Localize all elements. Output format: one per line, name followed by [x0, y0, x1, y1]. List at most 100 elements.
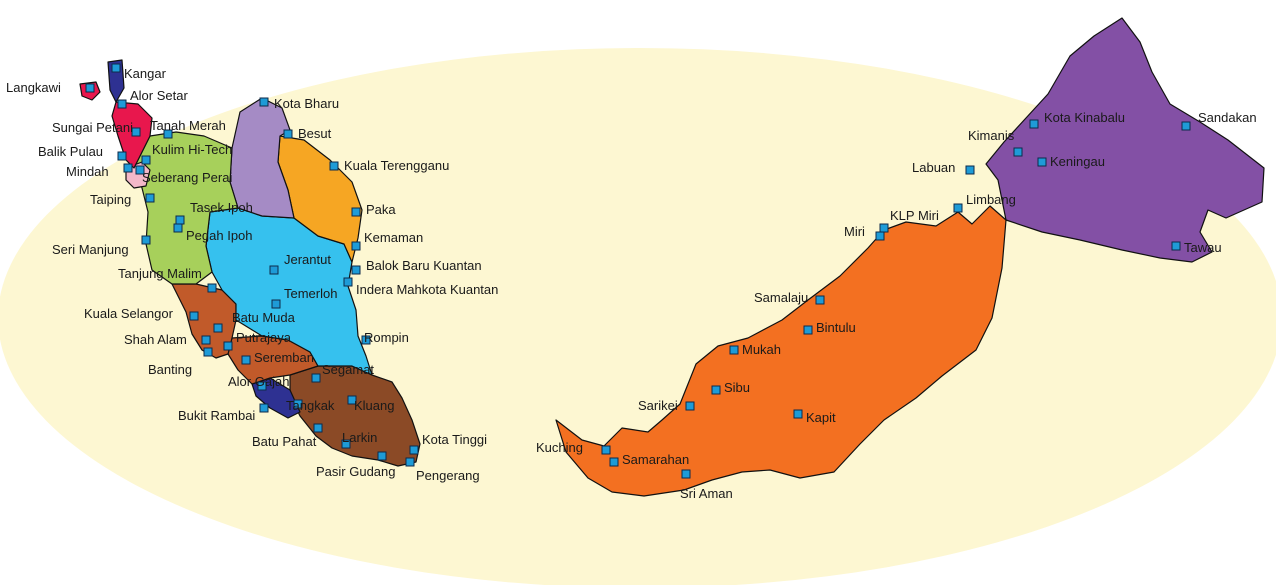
city-marker-langkawi — [85, 83, 95, 93]
city-label-bintulu: Bintulu — [816, 320, 856, 335]
city-label-tawau: Tawau — [1184, 240, 1222, 255]
city-label-mindah: Mindah — [66, 164, 109, 179]
city-label-pasir-gudang: Pasir Gudang — [316, 464, 396, 479]
city-marker-kota-kinabalu — [1029, 119, 1039, 129]
city-marker-tanah-merah — [163, 129, 173, 139]
city-label-batu-pahat: Batu Pahat — [252, 434, 317, 449]
city-marker-kemaman — [351, 241, 361, 251]
city-marker-seberang-perai — [135, 165, 145, 175]
city-label-sungai-petani: Sungai Petani — [52, 120, 133, 135]
city-label-kota-bharu: Kota Bharu — [274, 96, 339, 111]
city-label-batu-muda: Batu Muda — [232, 310, 296, 325]
city-marker-tanjung-malim — [207, 283, 217, 293]
city-marker-bukit-rambai — [259, 403, 269, 413]
city-label-tangkak: Tangkak — [286, 398, 335, 413]
city-label-paka: Paka — [366, 202, 396, 217]
city-label-segamat: Segamat — [322, 362, 374, 377]
region-sabah — [985, 17, 1265, 263]
city-marker-bintulu — [803, 325, 813, 335]
city-label-besut: Besut — [298, 126, 332, 141]
city-label-kuala-terengganu: Kuala Terengganu — [344, 158, 449, 173]
city-label-balik-pulau: Balik Pulau — [38, 144, 103, 159]
city-marker-taiping — [145, 193, 155, 203]
city-marker-kimanis — [1013, 147, 1023, 157]
city-marker-mindah — [123, 163, 133, 173]
city-marker-balok-baru-kuantan — [351, 265, 361, 275]
region-sarawak — [555, 205, 1007, 497]
city-marker-keningau — [1037, 157, 1047, 167]
city-marker-klp-miri — [879, 223, 889, 233]
city-label-rompin: Rompin — [364, 330, 409, 345]
city-marker-seri-manjung — [141, 235, 151, 245]
city-label-putrajaya: Putrajaya — [236, 330, 292, 345]
city-label-kapit: Kapit — [806, 410, 836, 425]
city-marker-kuala-terengganu — [329, 161, 339, 171]
city-label-kulim-hi-tech: Kulim Hi-Tech — [152, 142, 232, 157]
city-label-mukah: Mukah — [742, 342, 781, 357]
city-label-kemaman: Kemaman — [364, 230, 423, 245]
city-label-tanjung-malim: Tanjung Malim — [118, 266, 202, 281]
city-marker-kulim-hi-tech — [141, 155, 151, 165]
city-marker-samalaju — [815, 295, 825, 305]
city-label-kuching: Kuching — [536, 440, 583, 455]
city-marker-temerloh — [271, 299, 281, 309]
city-label-temerloh: Temerloh — [284, 286, 337, 301]
city-marker-putrajaya — [223, 341, 233, 351]
city-label-kimanis: Kimanis — [968, 128, 1015, 143]
city-label-balok-baru-kuantan: Balok Baru Kuantan — [366, 258, 482, 273]
city-marker-pegah-ipoh — [173, 223, 183, 233]
city-marker-batu-muda — [213, 323, 223, 333]
city-label-kuala-selangor: Kuala Selangor — [84, 306, 174, 321]
city-marker-banting — [203, 347, 213, 357]
city-marker-sungai-petani — [131, 127, 141, 137]
city-label-sandakan: Sandakan — [1198, 110, 1257, 125]
city-label-banting: Banting — [148, 362, 192, 377]
city-marker-besut — [283, 129, 293, 139]
city-marker-limbang — [953, 203, 963, 213]
city-marker-sri-aman — [681, 469, 691, 479]
city-label-seremban: Seremban — [254, 350, 314, 365]
city-label-shah-alam: Shah Alam — [124, 332, 187, 347]
city-label-kota-kinabalu: Kota Kinabalu — [1044, 110, 1125, 125]
city-marker-kluang — [347, 395, 357, 405]
city-marker-paka — [351, 207, 361, 217]
city-marker-balik-pulau — [117, 151, 127, 161]
city-marker-batu-pahat — [313, 423, 323, 433]
city-marker-tasek-ipoh — [175, 215, 185, 225]
city-label-samalaju: Samalaju — [754, 290, 808, 305]
city-marker-pasir-gudang — [377, 451, 387, 461]
city-marker-kuching — [601, 445, 611, 455]
city-label-langkawi: Langkawi — [6, 80, 61, 95]
city-label-labuan: Labuan — [912, 160, 955, 175]
city-label-limbang: Limbang — [966, 192, 1016, 207]
city-marker-sandakan — [1181, 121, 1191, 131]
city-marker-miri — [875, 231, 885, 241]
city-label-seberang-perai: Seberang Perai — [142, 170, 232, 185]
city-marker-kangar — [111, 63, 121, 73]
city-label-miri: Miri — [844, 224, 865, 239]
city-label-kluang: Kluang — [354, 398, 394, 413]
city-marker-tangkak — [293, 399, 303, 409]
city-marker-indera-mahkota-kuantan — [343, 277, 353, 287]
city-label-kangar: Kangar — [124, 66, 167, 81]
city-marker-sibu — [711, 385, 721, 395]
city-label-pegah-ipoh: Pegah Ipoh — [186, 228, 253, 243]
city-marker-kota-tinggi — [409, 445, 419, 455]
city-label-sri-aman: Sri Aman — [680, 486, 733, 501]
city-label-samarahan: Samarahan — [622, 452, 689, 467]
city-label-alor-gajah: Alor Gajah — [228, 374, 289, 389]
city-markers — [85, 63, 1191, 479]
peninsular-malaysia — [79, 59, 421, 467]
city-label-sarikei: Sarikei — [638, 398, 678, 413]
city-marker-labuan — [965, 165, 975, 175]
city-label-larkin: Larkin — [342, 430, 377, 445]
city-label-bukit-rambai: Bukit Rambai — [178, 408, 255, 423]
region-perak — [133, 131, 239, 285]
city-label-alor-setar: Alor Setar — [130, 88, 188, 103]
east-malaysia — [555, 17, 1265, 497]
city-label-keningau: Keningau — [1050, 154, 1105, 169]
city-marker-jerantut — [269, 265, 279, 275]
city-marker-kota-bharu — [259, 97, 269, 107]
